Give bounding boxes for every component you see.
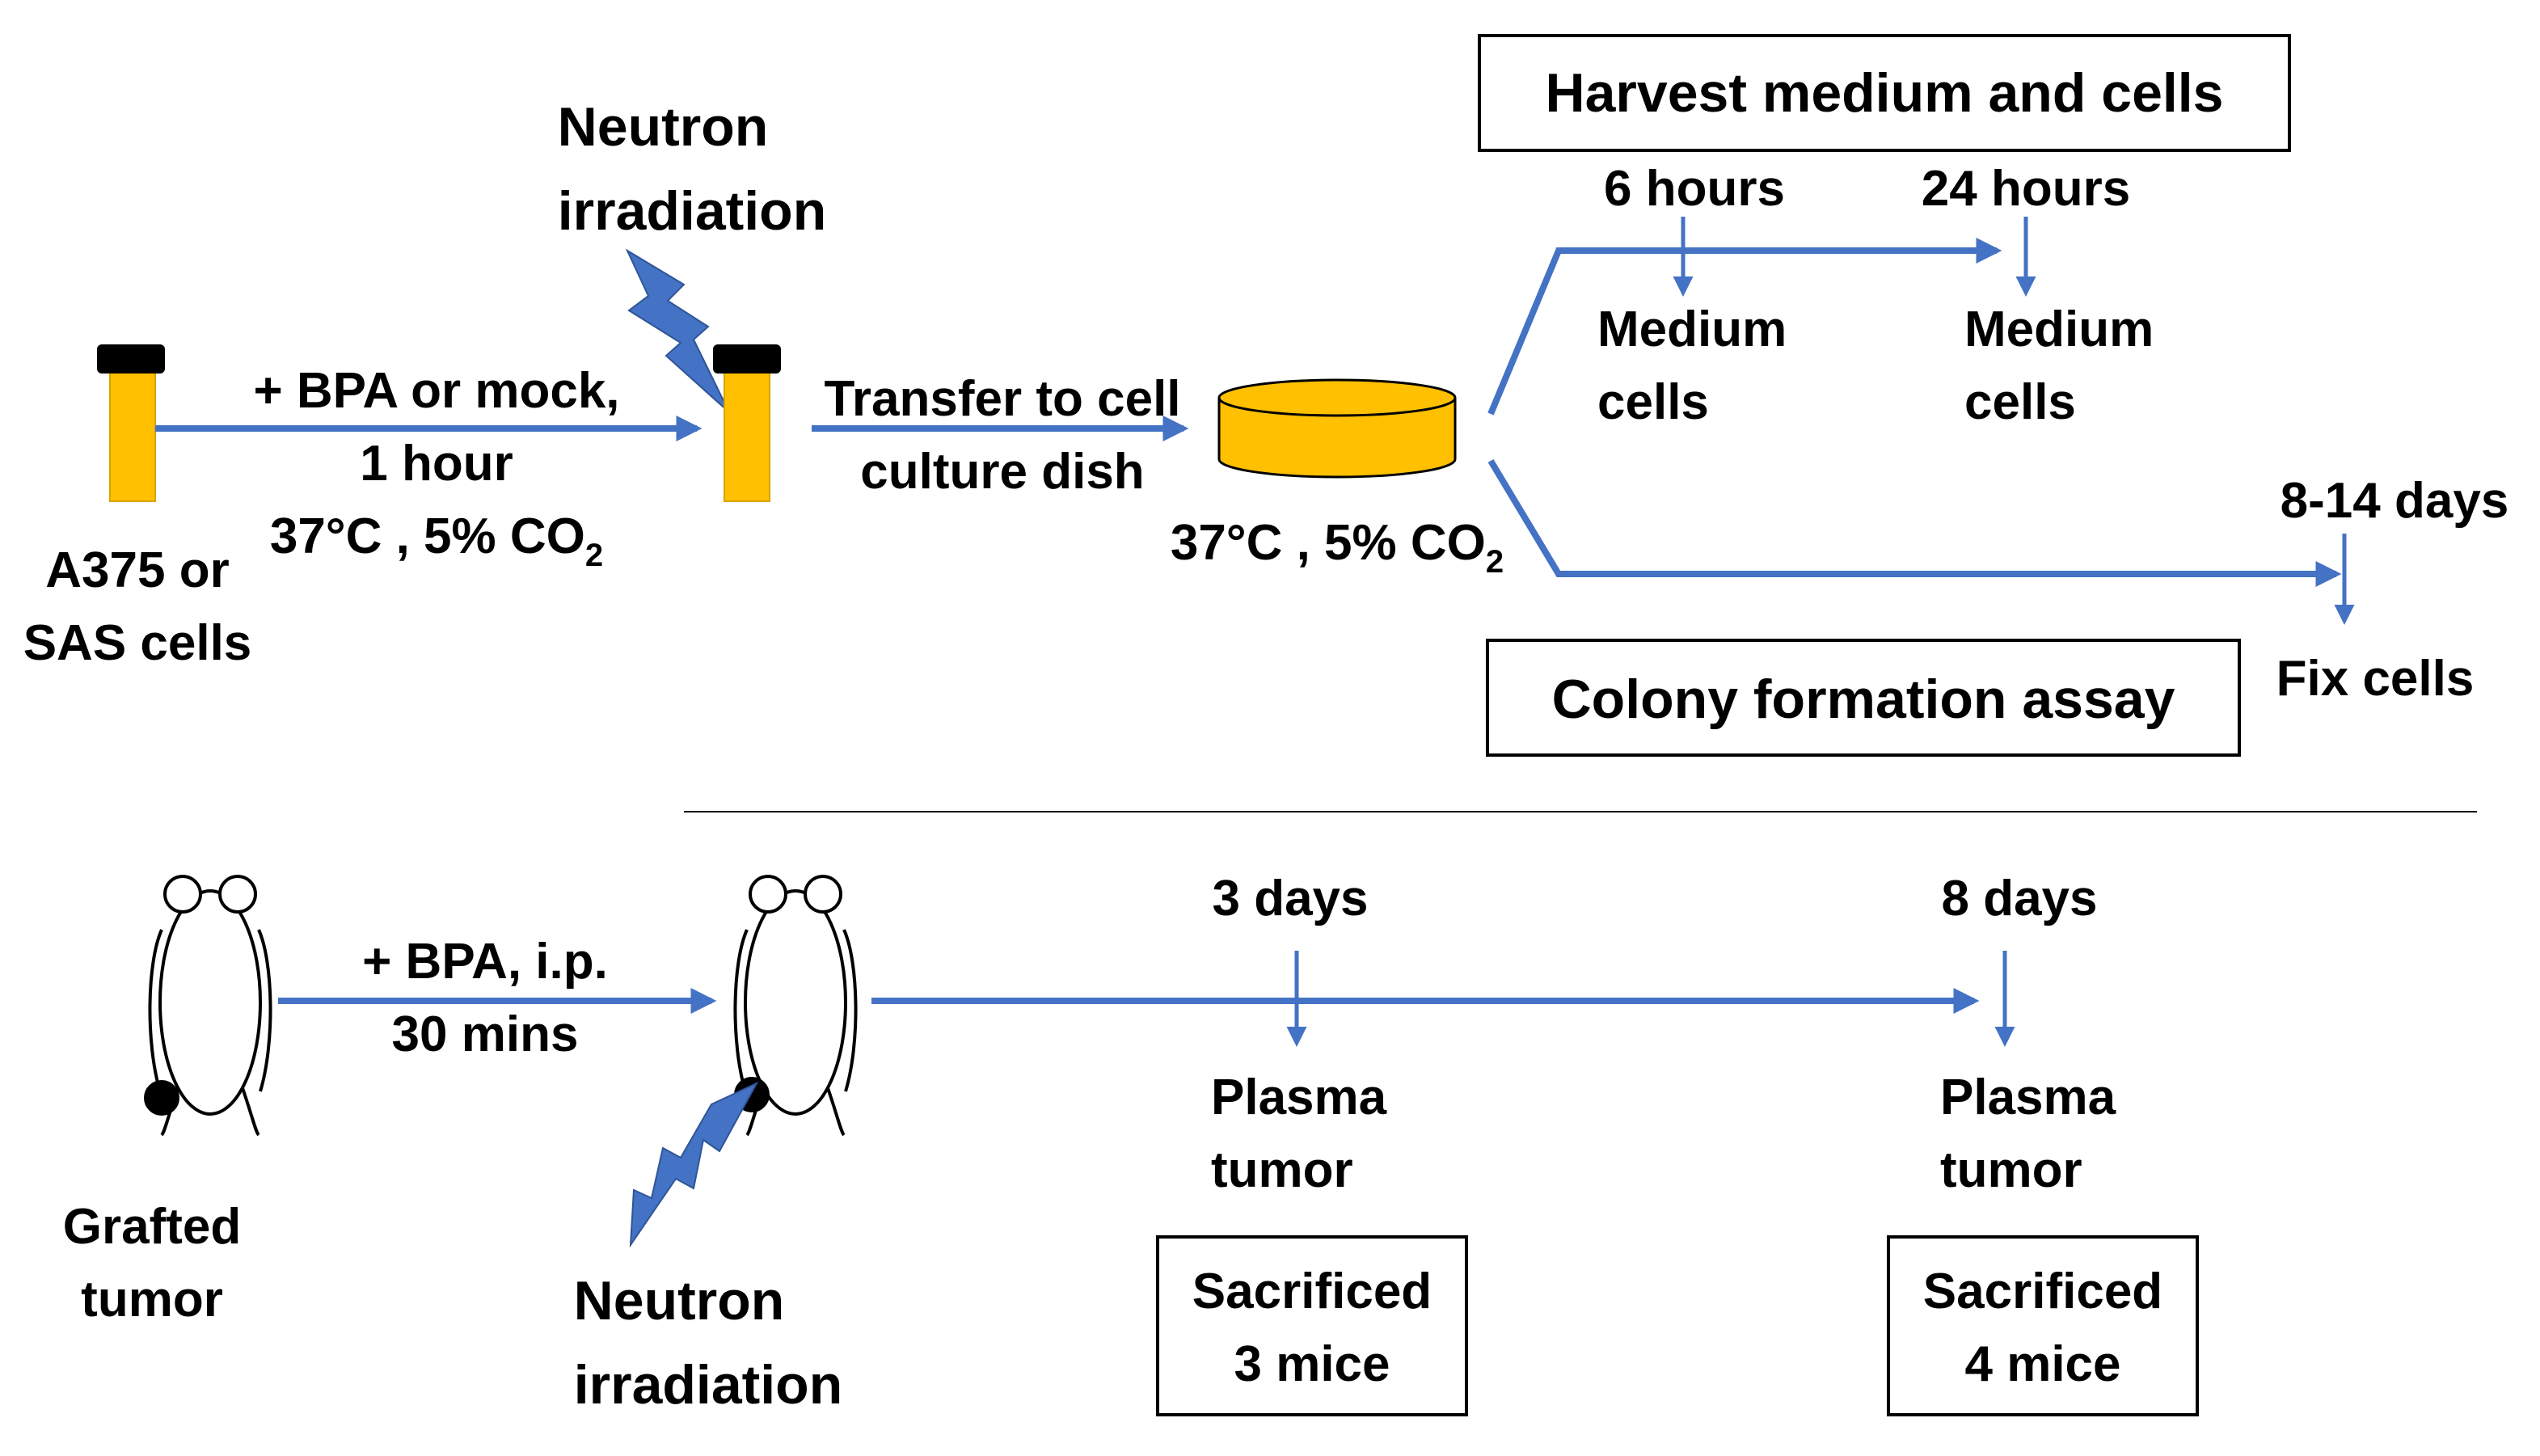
colony-box-label: Colony formation assay bbox=[1552, 669, 2175, 730]
transfer-line1: Transfer to cell bbox=[824, 371, 1180, 427]
treatment-line1: + BPA or mock, bbox=[253, 363, 619, 419]
tube-icon bbox=[713, 344, 781, 502]
mouse-icon bbox=[144, 875, 272, 1137]
sample-24h-line2: cells bbox=[1964, 374, 2076, 430]
tube-icon bbox=[97, 344, 165, 502]
cells-label-line1: A375 or bbox=[45, 542, 229, 598]
sample-24h-line1: Medium bbox=[1964, 302, 2154, 357]
colony-time: 8-14 days bbox=[2281, 473, 2509, 529]
incubation-2: 37°C , 5% CO2 bbox=[1171, 515, 1504, 580]
grafted-label-line2: tumor bbox=[81, 1272, 223, 1327]
tumor-icon bbox=[144, 1080, 179, 1116]
sample-6h-line2: cells bbox=[1597, 374, 1709, 430]
neutron-label-line2: irradiation bbox=[558, 180, 827, 242]
sacrifice-3d-line2: 3 mice bbox=[1234, 1336, 1390, 1392]
mouse-icon bbox=[733, 875, 858, 1137]
transfer-line2: culture dish bbox=[860, 444, 1144, 500]
sacrifice-8d-line2: 4 mice bbox=[1964, 1336, 2120, 1392]
sample-8d-line2: tumor bbox=[1940, 1142, 2082, 1198]
timepoint-3d: 3 days bbox=[1212, 871, 1368, 926]
sacrifice-8d-line1: Sacrificed bbox=[1923, 1264, 2162, 1319]
treatment-line2: 1 hour bbox=[360, 436, 513, 492]
colony-result: Fix cells bbox=[2276, 651, 2475, 707]
timepoint-24h: 24 hours bbox=[1922, 161, 2130, 217]
sample-6h-line1: Medium bbox=[1597, 302, 1787, 357]
neutron-label-bottom-line1: Neutron bbox=[574, 1270, 785, 1332]
timepoint-6h: 6 hours bbox=[1604, 161, 1785, 217]
bpa-injection-line2: 30 mins bbox=[392, 1007, 579, 1062]
dish-icon bbox=[1217, 378, 1457, 479]
sacrifice-3d-line1: Sacrificed bbox=[1192, 1264, 1432, 1319]
colony-box bbox=[1486, 639, 2241, 757]
incubation-1: 37°C , 5% CO2 bbox=[270, 509, 603, 573]
timepoint-8d: 8 days bbox=[1941, 871, 2097, 926]
harvest-box-label: Harvest medium and cells bbox=[1545, 62, 2223, 124]
harvest-branch-arrow bbox=[1487, 238, 2002, 416]
cells-label-line2: SAS cells bbox=[23, 615, 252, 671]
sample-8d-line1: Plasma bbox=[1940, 1070, 2116, 1125]
lightning-icon bbox=[625, 248, 730, 413]
lightning-icon bbox=[629, 1081, 759, 1248]
sacrifice-box-3d bbox=[1156, 1235, 1468, 1416]
sacrifice-box-8d bbox=[1887, 1235, 2199, 1416]
harvest-box bbox=[1478, 34, 2291, 152]
sample-3d-line2: tumor bbox=[1211, 1142, 1353, 1198]
neutron-label-bottom-line2: irradiation bbox=[574, 1354, 843, 1416]
neutron-label-line1: Neutron bbox=[558, 96, 769, 158]
sample-3d-line1: Plasma bbox=[1211, 1070, 1387, 1125]
grafted-label-line1: Grafted bbox=[63, 1199, 241, 1255]
bpa-injection-line1: + BPA, i.p. bbox=[362, 934, 608, 990]
colony-branch-arrow bbox=[1487, 458, 2342, 587]
